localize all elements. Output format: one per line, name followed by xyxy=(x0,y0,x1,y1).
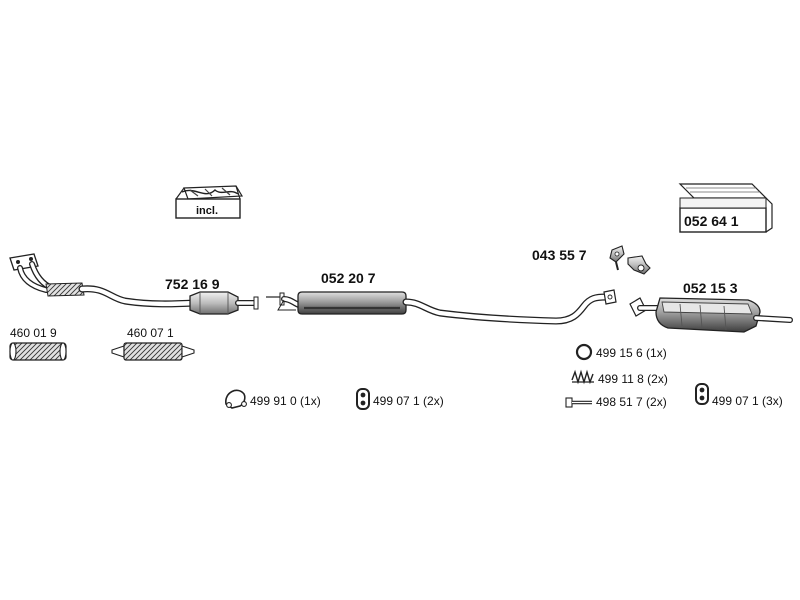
mounting-kit-box: incl. xyxy=(175,185,244,219)
gasket-ring-text: 499 91 0 (1x) xyxy=(250,394,321,408)
rubber-mount-right-text: 499 07 1 (3x) xyxy=(712,394,783,408)
middle-silencer-part-number: 052 20 7 xyxy=(321,270,376,286)
front-pipe-catalyst: 752 16 9 xyxy=(9,253,259,315)
bolt-text: 498 51 7 (2x) xyxy=(596,395,667,409)
rubber-mount-right-item: 499 07 1 (3x) xyxy=(695,383,783,408)
spring-icon xyxy=(571,369,594,385)
flex-pipe-a-part-number: 460 01 9 xyxy=(10,326,57,340)
rubber-mount-left-item: 499 07 1 (2x) xyxy=(356,388,444,410)
rear-silencer: 052 15 3 xyxy=(629,280,793,333)
complete-set-box: 052 64 1 xyxy=(678,183,773,233)
rubber-mount-icon xyxy=(356,388,370,410)
flex-pipe-460-07-1: 460 07 1 xyxy=(111,326,195,361)
seal-ring-item: 499 15 6 (1x) xyxy=(575,343,667,361)
bolt-clamp: 043 55 7 xyxy=(532,245,651,275)
rubber-mount-icon xyxy=(695,383,709,405)
spring-item: 499 11 8 (2x) xyxy=(571,369,668,386)
middle-silencer: 052 20 7 xyxy=(266,270,617,325)
kit-box-label: incl. xyxy=(196,205,218,217)
flange-hole xyxy=(16,260,20,264)
front-pipe-part-number: 752 16 9 xyxy=(165,276,220,292)
spring-text: 499 11 8 (2x) xyxy=(598,372,668,386)
set-box-part-number: 052 64 1 xyxy=(684,213,739,229)
flex-pipe-b-part-number: 460 07 1 xyxy=(127,326,174,340)
gasket-ring-item: 499 91 0 (1x) xyxy=(225,389,321,409)
seal-ring-icon xyxy=(575,343,593,361)
rear-silencer-part-number: 052 15 3 xyxy=(683,280,738,296)
bolt-icon xyxy=(565,397,592,408)
flange-hole xyxy=(29,257,33,261)
flex-pipe-460-01-9: 460 01 9 xyxy=(9,326,67,361)
seal-ring-text: 499 15 6 (1x) xyxy=(596,346,667,360)
rubber-mount-left-text: 499 07 1 (2x) xyxy=(373,394,444,408)
bolt-clamp-part-number: 043 55 7 xyxy=(532,247,587,263)
bolt-item: 498 51 7 (2x) xyxy=(565,395,667,409)
